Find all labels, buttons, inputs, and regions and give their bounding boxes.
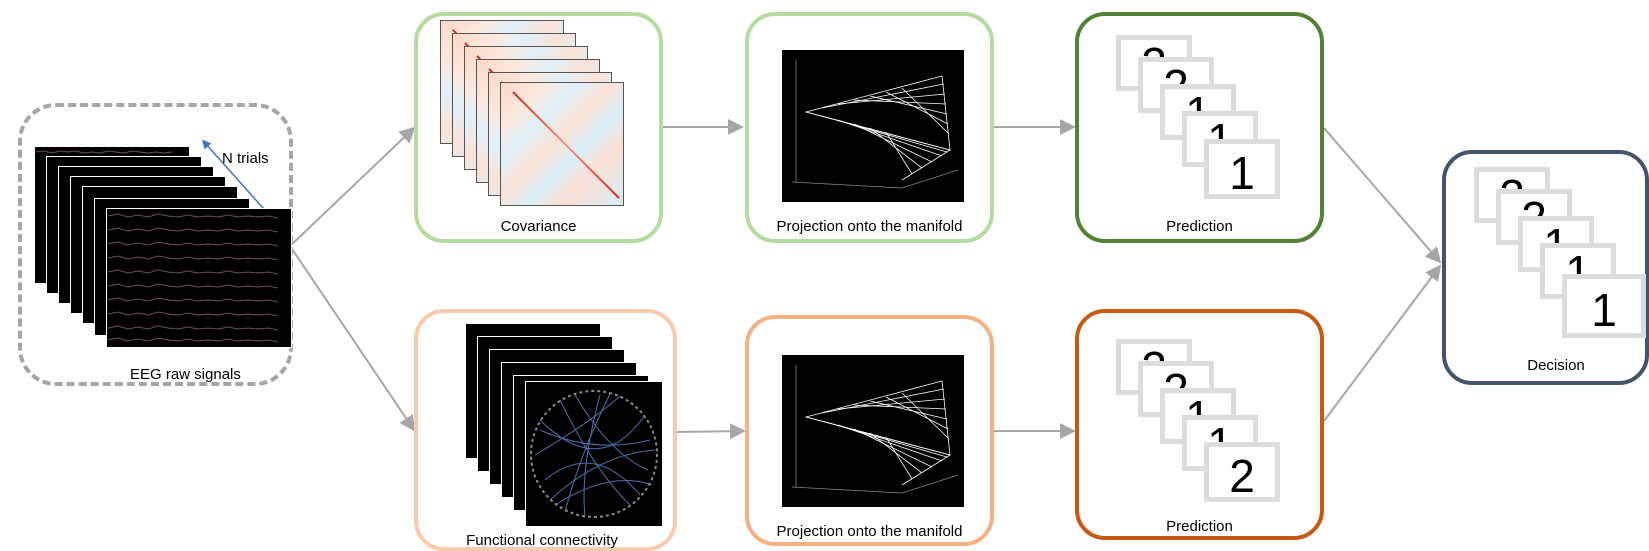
eeg-label: EEG raw signals <box>130 366 241 383</box>
arrow-top-prediction-to-decision <box>1323 127 1442 264</box>
manifold-plot-top <box>782 50 964 202</box>
connectivity-label: Functional connectivity <box>466 532 618 549</box>
n-trials-label: N trials <box>222 150 269 167</box>
prediction-label-bottom: Prediction <box>1166 518 1233 535</box>
arrow-eeg-to-connectivity <box>289 245 416 432</box>
projection-label-top: Projection onto the manifold <box>776 218 963 235</box>
n-trials-arrow <box>202 139 275 222</box>
arrow-eeg-to-covariance <box>289 126 416 247</box>
prediction-label-top: Prediction <box>1166 218 1233 235</box>
decision-label: Decision <box>1527 357 1585 374</box>
prediction-card: 1 <box>1204 139 1280 199</box>
covariance-label: Covariance <box>500 218 577 235</box>
prediction-card: 2 <box>1204 442 1280 502</box>
arrow-connectivity-to-projection <box>675 423 746 440</box>
decision-card: 1 <box>1562 274 1646 338</box>
manifold-plot-bottom <box>782 355 964 507</box>
projection-label-bottom: Projection onto the manifold <box>776 523 963 540</box>
arrow-bottom-prediction-to-decision <box>1323 264 1442 422</box>
